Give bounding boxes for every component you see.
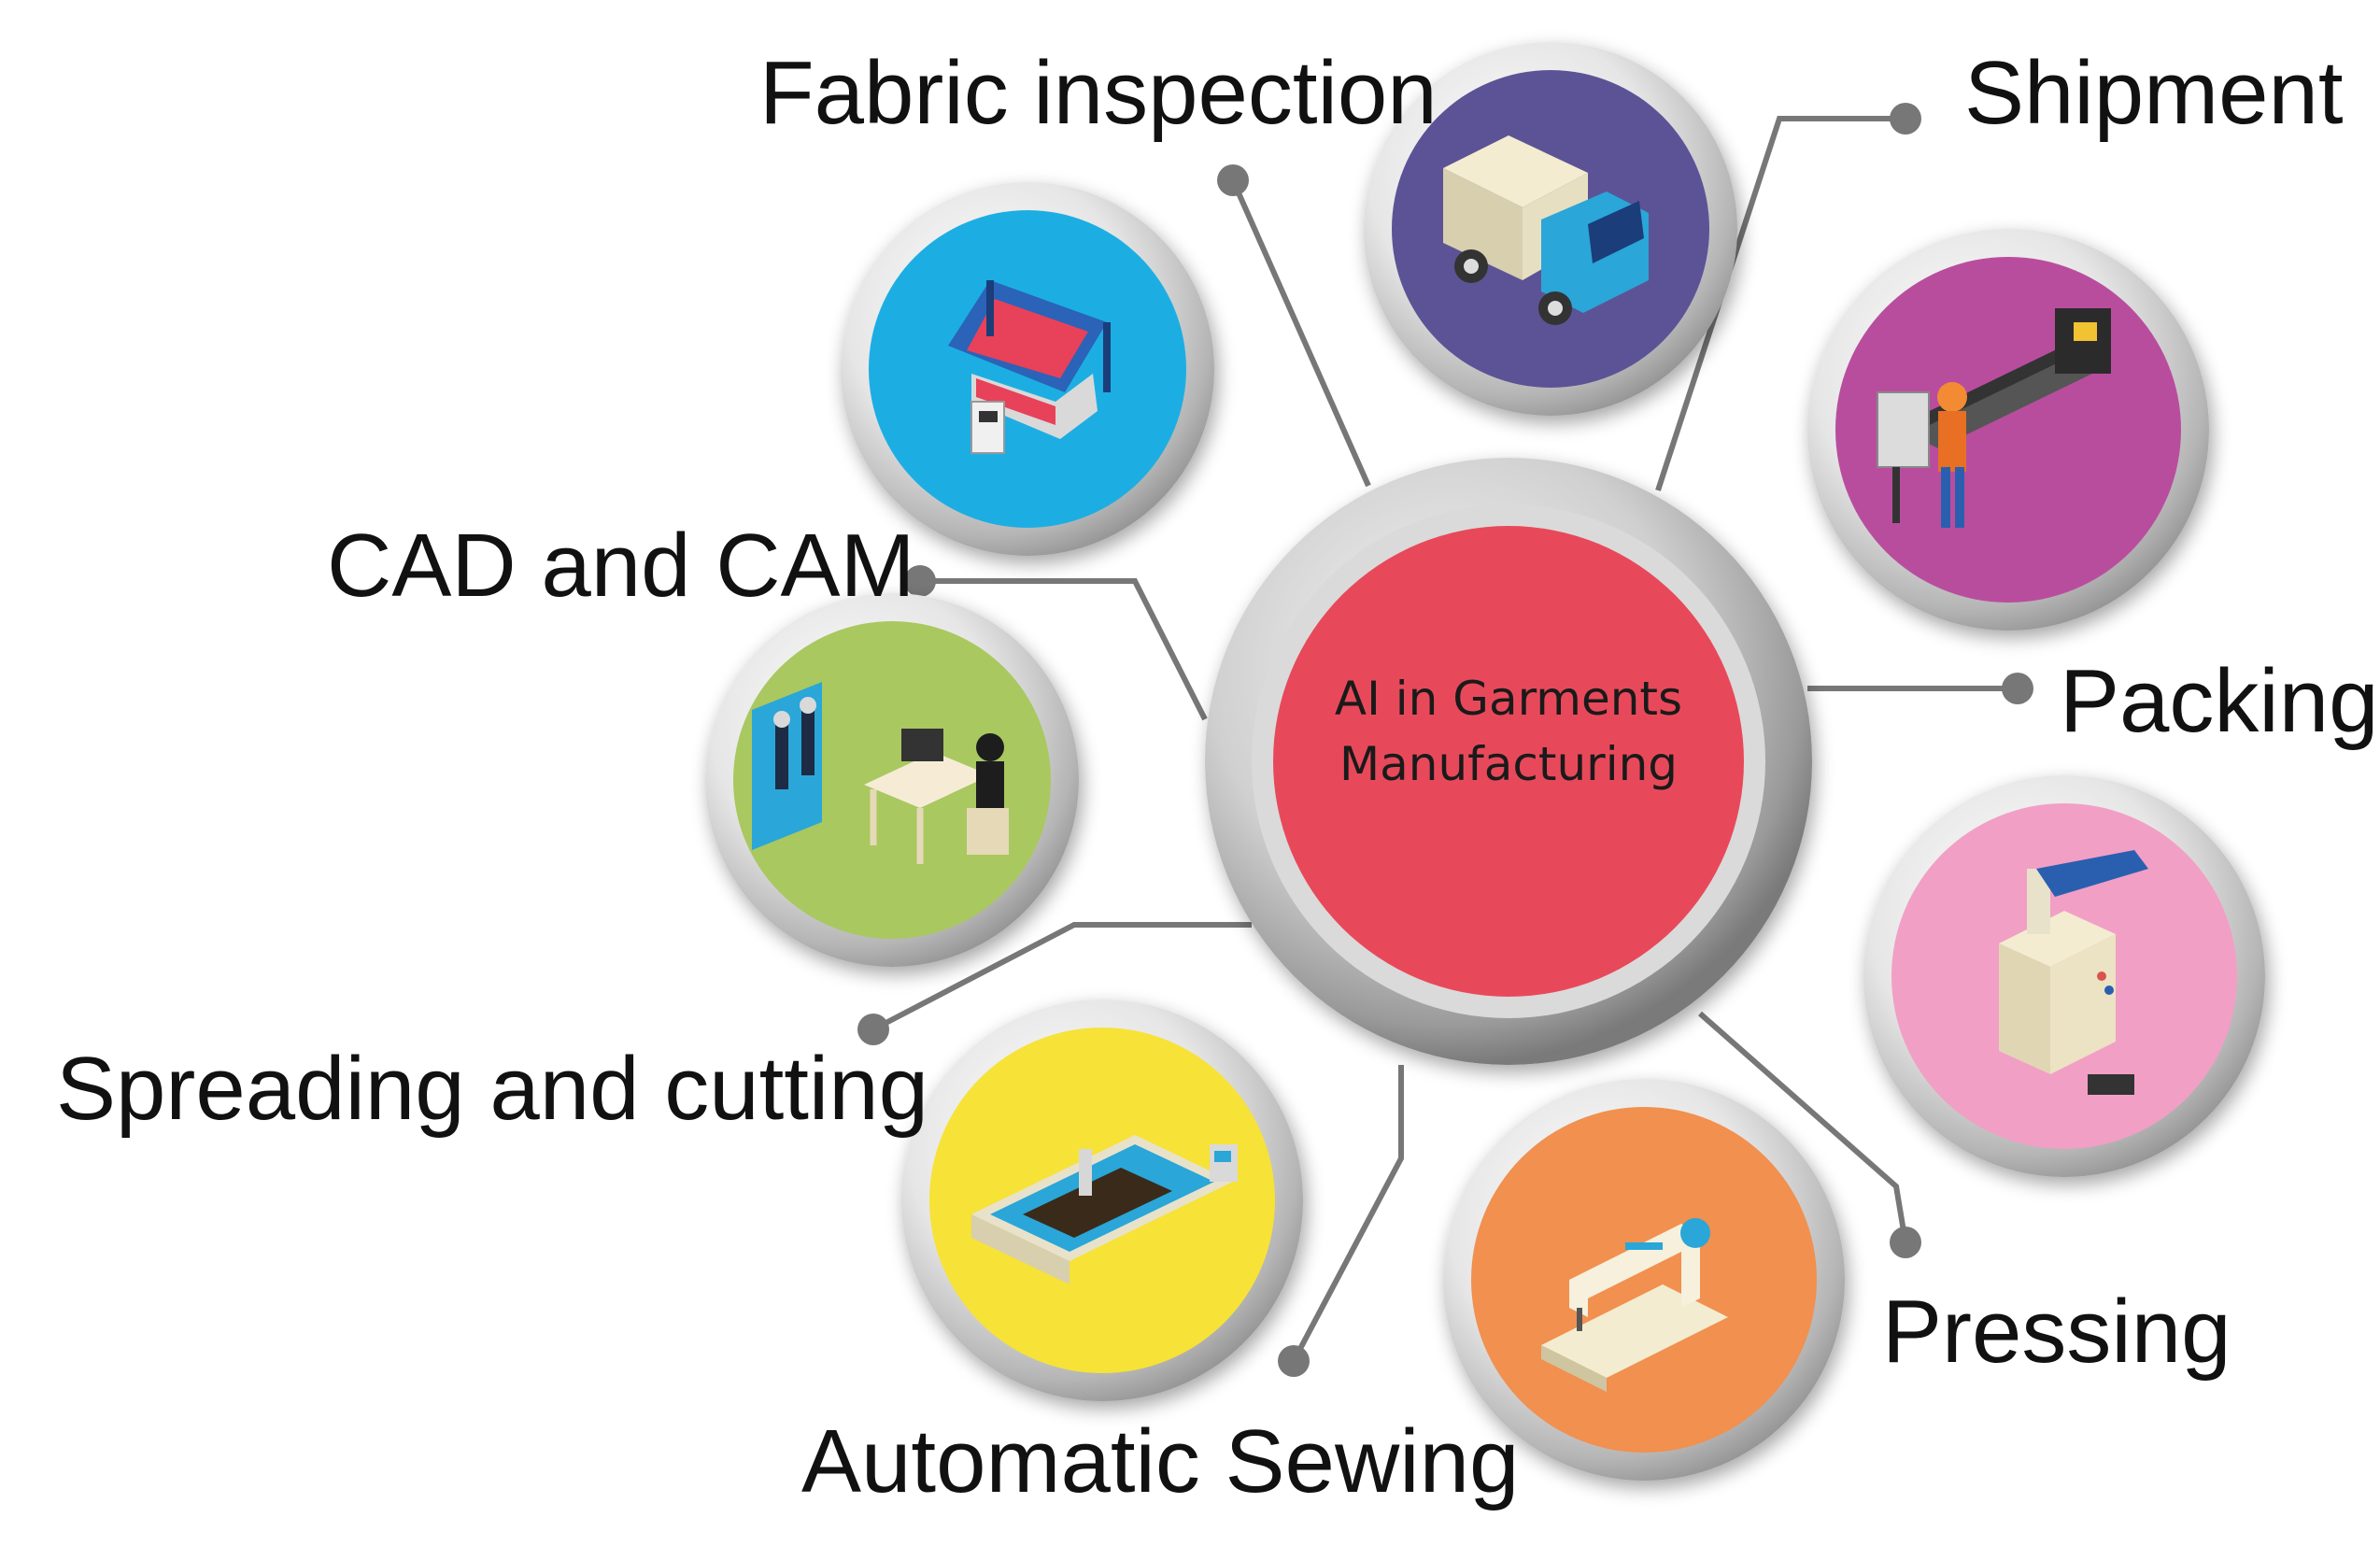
connector-shipment: [1655, 116, 1905, 491]
label-cad-cam: CAD and CAM: [327, 516, 915, 616]
label-packing: Packing: [2060, 651, 2379, 751]
stage-shipment: [1364, 42, 1737, 416]
pressing-machine-icon: [1999, 850, 2148, 1095]
dot-sewing: [1278, 1345, 1310, 1377]
stage-fabric-inspection: [841, 182, 1214, 556]
stage-spreading-cutting: [901, 1000, 1303, 1401]
center-circle: [1273, 526, 1744, 997]
connector-pressing: [1698, 1011, 1908, 1243]
cutting-table-icon: [971, 1135, 1238, 1284]
center-title-line2: Manufacturing: [1339, 737, 1678, 791]
fabric-inspection-machine-icon: [948, 280, 1111, 454]
connector-lines: [871, 116, 2018, 1363]
dot-spreading: [857, 1014, 889, 1045]
dot-shipment: [1890, 103, 1921, 135]
stage-packing: [1807, 229, 2209, 631]
center-hub: [1205, 458, 1812, 1065]
delivery-truck-icon: [1443, 135, 1649, 325]
dot-pressing: [1890, 1227, 1921, 1258]
label-pressing: Pressing: [1882, 1282, 2231, 1382]
stage-cad-cam: [705, 593, 1079, 967]
connector-fabric-inspection: [1230, 178, 1371, 488]
label-automatic-sewing: Automatic Sewing: [801, 1411, 1519, 1511]
label-shipment: Shipment: [1964, 43, 2344, 143]
dot-cad-cam: [904, 565, 936, 597]
stage-automatic-sewing: [1443, 1079, 1845, 1481]
connector-dots: [857, 103, 2033, 1377]
connector-spreading: [871, 922, 1252, 1032]
sewing-machine-icon: [1541, 1218, 1728, 1392]
center-title-line1: AI in Garments: [1335, 672, 1682, 726]
dot-fabric-inspection: [1217, 164, 1249, 196]
cad-designer-mannequins-icon: [752, 682, 1009, 864]
packing-conveyor-worker-icon: [1877, 308, 2111, 528]
connector-cad-cam: [920, 578, 1208, 721]
label-fabric-inspection: Fabric inspection: [759, 43, 1438, 143]
connector-sewing: [1291, 1065, 1404, 1363]
label-spreading-cutting: Spreading and cutting: [56, 1039, 928, 1139]
stage-pressing: [1863, 775, 2265, 1177]
dot-packing: [2002, 673, 2033, 704]
